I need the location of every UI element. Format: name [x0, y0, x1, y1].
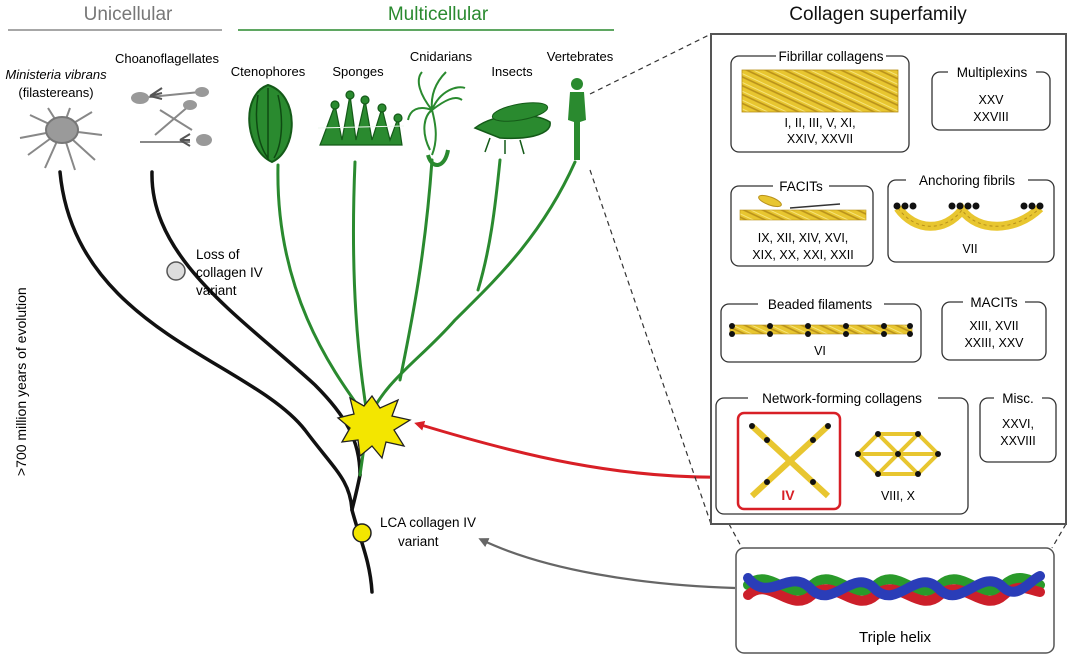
red-arrow-to-origin: [414, 420, 736, 479]
beaded-title: Beaded filaments: [768, 297, 873, 312]
box-multiplexins: Multiplexins XXV XXVIII: [931, 64, 1051, 131]
branch-choanoflagellates: [150, 170, 362, 477]
label-ctenophores: Ctenophores: [231, 64, 306, 79]
loss-marker: [166, 261, 186, 281]
anchoring-line1: VII: [962, 242, 977, 256]
misc-title: Misc.: [1002, 391, 1034, 406]
network-title: Network-forming collagens: [762, 391, 922, 406]
label-sponges: Sponges: [332, 64, 384, 79]
fibrillar-title: Fibrillar collagens: [778, 49, 883, 64]
sponge-icon: [317, 90, 405, 146]
viii-x-label: VIII, X: [881, 489, 916, 503]
unicellular-title: Unicellular: [84, 4, 173, 25]
label-vertebrates: Vertebrates: [547, 49, 614, 64]
facits-fibril-graphic: [739, 209, 867, 221]
phylogenetic-tree: [58, 158, 577, 594]
ministeria-icon: [19, 107, 103, 171]
helix-strand-blue: [743, 571, 1045, 601]
macits-line1: XIII, XVII: [969, 319, 1018, 333]
fibrillar-bundle-graphic: [741, 69, 899, 113]
insect-icon: [473, 102, 551, 155]
facits-line1: IX, XII, XIV, XVI,: [758, 231, 849, 245]
loss-label-line1: Loss of: [196, 247, 240, 262]
ctenophore-icon: [248, 83, 293, 164]
beaded-dots: [729, 323, 913, 337]
box-anchoring-fibrils: Anchoring fibrils VII: [887, 172, 1055, 263]
cnidarian-icon: [407, 71, 466, 167]
label-insects: Insects: [491, 64, 533, 79]
multiplexins-line2: XXVIII: [973, 110, 1008, 124]
loss-label-line2: collagen IV: [196, 265, 263, 280]
branch-sponges: [351, 160, 370, 422]
timescale-label: >700 million years of evolution: [13, 287, 29, 476]
branch-cnidarians: [398, 158, 434, 382]
fibrillar-types-line1: I, II, III, V, XI,: [784, 116, 855, 130]
zoom-line-helix-right: [1051, 523, 1067, 549]
multicellular-title: Multicellular: [388, 4, 489, 25]
branch-bilateria: [366, 160, 577, 422]
macits-line2: XXIII, XXV: [964, 336, 1024, 350]
label-choanoflagellates: Choanoflagellates: [115, 51, 220, 66]
zoom-line-top: [589, 33, 712, 95]
box-misc: Misc. XXVI, XXVIII: [979, 390, 1057, 463]
branch-ministeria: [58, 170, 354, 512]
lca-label-line2: variant: [398, 534, 439, 549]
header-unicellular: Unicellular: [8, 4, 222, 31]
vertebrate-icon: [568, 78, 586, 160]
zoom-line-bottom: [589, 169, 712, 525]
multiplexins-title: Multiplexins: [957, 65, 1028, 80]
box-facits: FACITs IX, XII, XIV, XVI, XIX, XX, XXI, …: [730, 178, 874, 267]
grey-arrow-to-lca: [478, 538, 736, 590]
multicellular-branches: [276, 158, 577, 477]
loss-label-line3: variant: [196, 283, 237, 298]
lca-marker: [352, 523, 372, 543]
anchoring-title: Anchoring fibrils: [919, 173, 1015, 188]
collagen-iv-origin-burst: [336, 394, 412, 460]
beaded-filament-graphic: [729, 324, 913, 335]
superfamily-title: Collagen superfamily: [789, 4, 967, 25]
triple-helix-panel: Triple helix: [735, 547, 1055, 654]
branch-trunk: [350, 473, 374, 594]
multiplexins-line1: XXV: [978, 93, 1004, 107]
facits-title: FACITs: [779, 179, 823, 194]
box-beaded-filaments: Beaded filaments VI: [720, 296, 922, 363]
lca-label-line1: LCA collagen IV: [380, 515, 476, 530]
label-cnidarians: Cnidarians: [410, 49, 473, 64]
misc-line2: XXVIII: [1000, 434, 1035, 448]
box-network-forming: Network-forming collagens IV VIII, X: [715, 390, 969, 515]
box-macits: MACITs XIII, XVII XXIII, XXV: [941, 294, 1047, 361]
label-ministeria: Ministeria vibrans: [5, 67, 107, 82]
beaded-line1: VI: [814, 344, 826, 358]
box-fibrillar-collagens: Fibrillar collagens I, II, III, V, XI, X…: [730, 48, 910, 153]
label-filastereans: (filastereans): [18, 85, 93, 100]
triple-helix-label: Triple helix: [859, 629, 931, 646]
facits-line2: XIX, XX, XXI, XXII: [752, 248, 853, 262]
zoom-line-helix-left: [728, 523, 743, 549]
choanoflagellates-icon: [131, 87, 212, 147]
fibrillar-types-line2: XXIV, XXVII: [787, 132, 853, 146]
collagen-iv-label: IV: [781, 487, 795, 503]
anchoring-fibril-dots: [893, 202, 1044, 210]
header-multicellular: Multicellular: [238, 4, 614, 31]
macits-title: MACITs: [970, 295, 1018, 310]
branch-insects: [476, 158, 502, 292]
misc-line1: XXVI,: [1002, 417, 1034, 431]
